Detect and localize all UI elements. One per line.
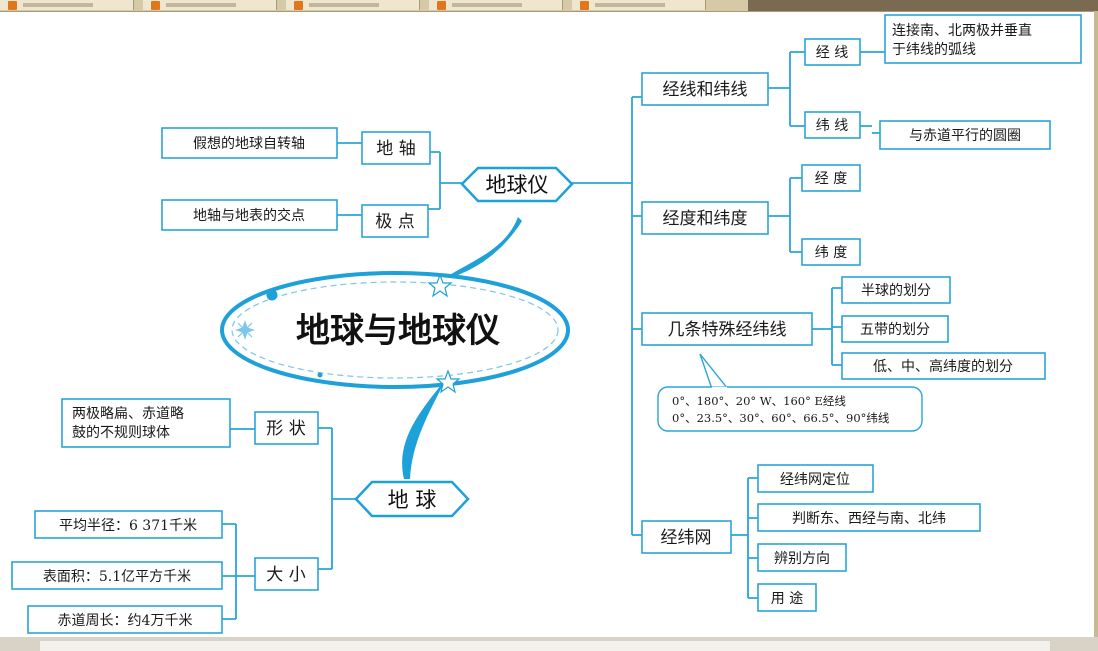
node-earth: 地 球 [354, 480, 470, 518]
document-icon [151, 0, 160, 10]
svg-text:于纬线的弧线: 于纬线的弧线 [892, 42, 976, 58]
document-icon [580, 0, 589, 10]
leaf-earth-axis-desc: 假想的地球自转轴 [161, 127, 338, 159]
svg-text:鼓的不规则球体: 鼓的不规则球体 [72, 425, 170, 441]
node-graticule: 经纬网 [641, 520, 732, 554]
node-latitude: 纬 度 [801, 238, 861, 266]
node-special-lines: 几条特殊经纬线 [641, 312, 813, 346]
svg-text:辨别方向: 辨别方向 [774, 551, 830, 567]
svg-text:与赤道平行的圆圈: 与赤道平行的圆圈 [909, 128, 1021, 144]
svg-text:赤道周长：约4万千米: 赤道周长：约4万千米 [58, 613, 193, 629]
svg-text:经度和纬度: 经度和纬度 [663, 209, 748, 229]
tab-5[interactable] [572, 0, 706, 10]
svg-text:地 轴: 地 轴 [376, 139, 415, 159]
document-icon [8, 0, 17, 10]
tab-3[interactable] [286, 0, 420, 10]
tab-4[interactable] [429, 0, 563, 10]
node-globe-model: 地球仪 [460, 166, 574, 203]
tab-1[interactable] [0, 0, 134, 10]
svg-text:极 点: 极 点 [375, 212, 414, 232]
node-longitude: 经 度 [801, 164, 861, 192]
leaf-parallel-desc: 与赤道平行的圆圈 [879, 120, 1051, 150]
top-tab-strip [0, 0, 1098, 12]
swoosh-decoration [402, 217, 522, 479]
leaf-grid-use: 辨别方向 [757, 543, 847, 572]
svg-text:地球仪: 地球仪 [486, 173, 549, 197]
tab-2[interactable] [143, 0, 277, 10]
leaf-size-item: 表面积：5.1亿平方千米 [11, 561, 223, 590]
svg-text:0°、23.5°、30°、60°、66.5°、90°纬线: 0°、23.5°、30°、60°、66.5°、90°纬线 [672, 411, 890, 425]
svg-text:五带的划分: 五带的划分 [860, 322, 930, 338]
star-icon [435, 369, 461, 394]
leaf-special-item: 半球的划分 [841, 276, 951, 304]
leaf-grid-use: 用 途 [757, 583, 817, 612]
leaf-size-item: 赤道周长：约4万千米 [27, 605, 223, 634]
svg-text:经 度: 经 度 [815, 171, 847, 187]
special-lines-note: 0°、180°、20° W、160° E经线 0°、23.5°、30°、60°、… [657, 386, 923, 432]
sparkle-icon [235, 320, 255, 340]
svg-text:纬 度: 纬 度 [815, 245, 847, 261]
svg-text:两极略扁、赤道略: 两极略扁、赤道略 [72, 406, 184, 422]
svg-text:连接南、北两极并垂直: 连接南、北两极并垂直 [892, 22, 1032, 39]
leaf-pole-desc: 地轴与地表的交点 [161, 199, 338, 231]
svg-text:大 小: 大 小 [266, 565, 305, 585]
node-size: 大 小 [254, 557, 319, 591]
leaf-grid-use: 判断东、西经与南、北纬 [757, 503, 981, 532]
leaf-special-item: 低、中、高纬度的划分 [841, 352, 1046, 380]
svg-text:经 线: 经 线 [816, 45, 848, 61]
svg-text:纬 线: 纬 线 [816, 118, 848, 134]
connectors [222, 51, 885, 620]
bottom-strip [0, 637, 1098, 651]
svg-text:地轴与地表的交点: 地轴与地表的交点 [193, 207, 305, 224]
node-meridian: 经 线 [804, 38, 861, 66]
document-icon [294, 0, 303, 10]
svg-text:几条特殊经纬线: 几条特殊经纬线 [668, 320, 787, 340]
svg-text:经线和纬线: 经线和纬线 [663, 80, 748, 100]
map-title: 地球与地球仪 [296, 311, 500, 351]
leaf-shape-desc: 两极略扁、赤道略 鼓的不规则球体 [61, 398, 231, 448]
node-earth-axis: 地 轴 [361, 131, 431, 165]
title-ellipse: 地球与地球仪 [220, 271, 570, 394]
star-icon [427, 273, 453, 298]
svg-text:判断东、西经与南、北纬: 判断东、西经与南、北纬 [792, 511, 946, 527]
svg-text:低、中、高纬度的划分: 低、中、高纬度的划分 [873, 358, 1013, 375]
node-meridians-parallels: 经线和纬线 [641, 72, 769, 106]
svg-text:形 状: 形 状 [266, 419, 305, 439]
svg-text:假想的地球自转轴: 假想的地球自转轴 [193, 136, 305, 152]
node-shape: 形 状 [254, 411, 319, 445]
svg-text:经纬网定位: 经纬网定位 [780, 472, 850, 488]
svg-text:用 途: 用 途 [771, 590, 803, 607]
leaf-size-item: 平均半径：6 371千米 [34, 510, 223, 539]
svg-text:表面积：5.1亿平方千米: 表面积：5.1亿平方千米 [43, 569, 191, 585]
document-icon [437, 0, 446, 10]
svg-text:平均半径：6 371千米: 平均半径：6 371千米 [59, 518, 197, 534]
leaf-grid-use: 经纬网定位 [757, 464, 874, 493]
leaf-special-item: 五带的划分 [841, 315, 949, 343]
svg-text:地 球: 地 球 [388, 488, 437, 512]
node-longitude-latitude: 经度和纬度 [641, 201, 769, 235]
svg-text:经纬网: 经纬网 [661, 528, 712, 548]
node-pole: 极 点 [361, 204, 429, 238]
svg-text:0°、180°、20° W、160° E经线: 0°、180°、20° W、160° E经线 [672, 394, 846, 408]
leaf-meridian-desc: 连接南、北两极并垂直 于纬线的弧线 [884, 14, 1082, 64]
mind-map: 地球与地球仪 地球仪 地 轴 假想的地球自转轴 极 点 地轴与地表的交点 经线和… [11, 14, 1082, 634]
svg-text:半球的划分: 半球的划分 [861, 283, 931, 299]
node-parallel: 纬 线 [804, 111, 861, 139]
